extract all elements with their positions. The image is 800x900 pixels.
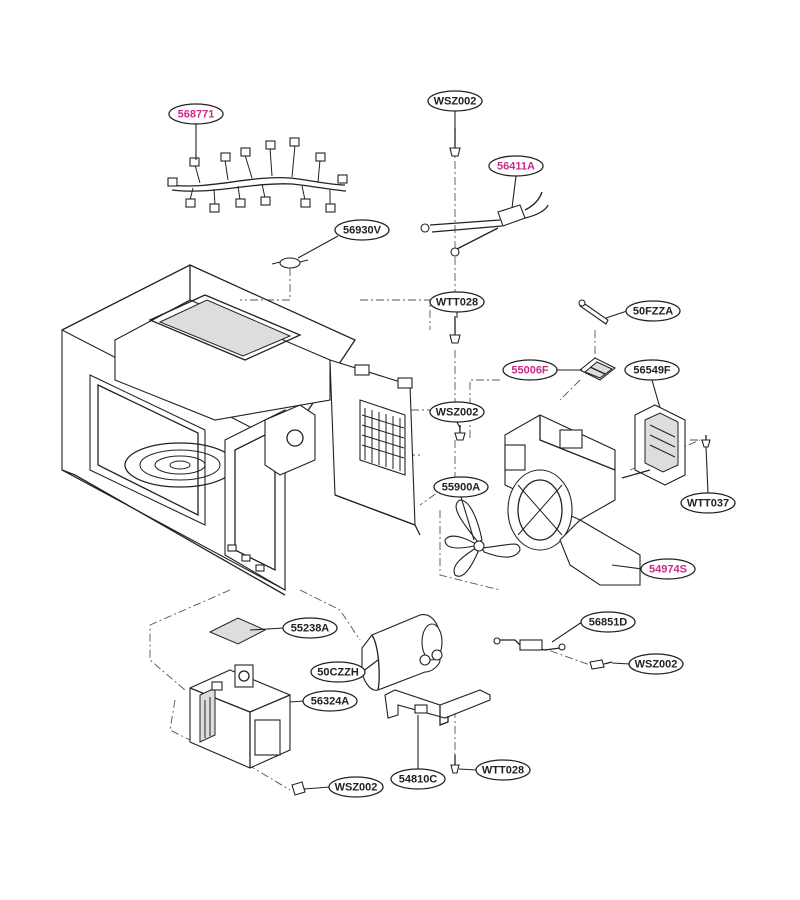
screw-wsz002-bot[interactable] (291, 781, 306, 796)
part-number-text: 54810C (399, 774, 438, 786)
part-number-text: 50CZZH (317, 667, 359, 679)
part-number-text: WSZ002 (434, 96, 477, 108)
magnetron-56324A[interactable] (189, 664, 291, 769)
part-label-wtt028[interactable]: WTT028 (429, 291, 485, 318)
vent-grille (361, 408, 405, 471)
screw-wsz002-top[interactable] (449, 128, 461, 157)
part-number-text: 50FZZA (633, 306, 673, 318)
bracket-54810C[interactable] (384, 689, 491, 726)
part-number-text: 55238A (291, 623, 330, 635)
label-oval (328, 776, 384, 798)
waveguide-cover-55238A[interactable] (208, 617, 267, 645)
label-oval (168, 103, 224, 125)
part-label-wsz002[interactable]: WSZ002 (429, 401, 485, 429)
fan-blade-55900A[interactable] (444, 499, 521, 577)
thermal-sensor-56930V[interactable] (271, 257, 309, 269)
part-label-50czzh[interactable]: 50CZZH (310, 659, 379, 683)
leader-line (705, 446, 709, 494)
part-number-text: WTT028 (482, 765, 524, 777)
part-number-text: WTT037 (687, 498, 729, 510)
part-label-55006f[interactable]: 55006F (502, 359, 582, 381)
leader-line (605, 310, 628, 319)
capacitor-50CZZH[interactable] (361, 614, 443, 691)
part-label-56411a[interactable]: 56411A (488, 155, 544, 209)
part-label-wsz002[interactable]: WSZ002 (427, 90, 483, 130)
label-oval (680, 492, 736, 514)
part-number-text: WTT028 (436, 297, 478, 309)
part-label-wtt028[interactable]: WTT028 (458, 759, 531, 781)
part-number-text: 54974S (649, 564, 687, 576)
screw-wsz002-mid[interactable] (454, 425, 466, 441)
part-label-54974s[interactable]: 54974S (611, 558, 696, 580)
fuse-50FZZA[interactable] (578, 299, 609, 325)
part-label-56930v[interactable]: 56930V (297, 219, 390, 259)
leader-line (611, 564, 643, 570)
part-label-55238a[interactable]: 55238A (249, 617, 338, 639)
part-label-568771[interactable]: 568771 (168, 103, 224, 160)
part-number-text: 55900A (442, 482, 481, 494)
part-label-50fzza[interactable]: 50FZZA (605, 300, 681, 322)
part-label-wsz002[interactable]: WSZ002 (611, 653, 684, 675)
label-oval (334, 219, 390, 241)
diode-56851D[interactable] (493, 637, 566, 651)
part-label-56324a[interactable]: 56324A (289, 690, 358, 712)
label-oval (282, 617, 338, 639)
cabinet-frame[interactable] (61, 264, 421, 596)
part-number-text: WSZ002 (436, 407, 479, 419)
leader-line (456, 421, 461, 429)
label-oval (310, 661, 366, 683)
leader-line (611, 662, 631, 665)
wire-harness-568771[interactable] (167, 137, 348, 213)
part-label-55900a[interactable]: 55900A (433, 476, 489, 541)
part-number-text: 56324A (311, 696, 350, 708)
fan-duct-54974S[interactable] (504, 414, 641, 586)
part-label-54810c[interactable]: 54810C (390, 715, 446, 790)
part-number-text: 55006F (511, 365, 549, 377)
part-label-56851d[interactable]: 56851D (551, 611, 636, 643)
part-number-text: 56930V (343, 225, 382, 237)
label-oval (628, 653, 684, 675)
leader-line (551, 621, 583, 643)
label-oval (429, 401, 485, 423)
part-number-text: 56851D (589, 617, 628, 629)
label-oval (302, 690, 358, 712)
label-oval (502, 359, 558, 381)
part-number-text: 56411A (497, 161, 535, 173)
label-oval (390, 768, 446, 790)
part-label-wtt037[interactable]: WTT037 (680, 446, 736, 514)
leader-line (511, 175, 517, 209)
label-oval (475, 759, 531, 781)
label-oval (580, 611, 636, 633)
label-oval (625, 300, 681, 322)
part-labels: 568771WSZ00256411A56930VWTT02850FZZA5500… (168, 90, 736, 798)
wire-assembly-56411A[interactable] (420, 191, 549, 257)
fuse-holder-55006F[interactable] (578, 357, 617, 381)
leader-line (297, 235, 339, 259)
screw-wtt037[interactable] (701, 435, 711, 448)
part-number-text: WSZ002 (335, 782, 378, 794)
part-label-wsz002[interactable]: WSZ002 (303, 776, 384, 798)
screw-wtt028-bot[interactable] (450, 755, 460, 774)
part-number-text: WSZ002 (635, 659, 678, 671)
leader-line (289, 700, 305, 703)
part-number-text: 568771 (178, 109, 215, 121)
label-oval (433, 476, 489, 498)
leader-line (303, 786, 331, 790)
part-number-text: 56549F (633, 365, 671, 377)
transformer-56549F[interactable] (621, 404, 686, 486)
label-oval (488, 155, 544, 177)
leader-line (458, 768, 478, 771)
screw-wsz002-right[interactable] (589, 659, 613, 670)
label-oval (624, 359, 680, 381)
label-oval (429, 291, 485, 313)
leader-line (460, 496, 475, 541)
leader-line (249, 627, 285, 631)
label-oval (640, 558, 696, 580)
leader-line (651, 379, 661, 409)
label-oval (427, 90, 483, 112)
part-label-56549f[interactable]: 56549F (624, 359, 680, 409)
screw-wtt028-mid[interactable] (449, 316, 461, 344)
